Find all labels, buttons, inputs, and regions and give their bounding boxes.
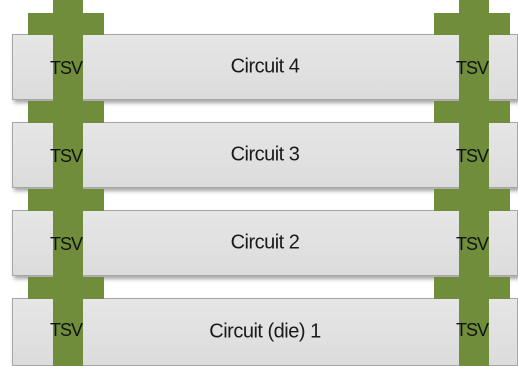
tsv-left-pad-2 [28,189,104,211]
circuit-layer-2-label: Circuit 2 [230,231,300,254]
circuit-layer-1-label: Circuit (die) 1 [209,320,321,343]
tsv-right-pad-2 [434,189,510,211]
tsv-right-stem [459,0,489,366]
circuit-layer-1-die: Circuit (die) 1 [12,298,518,366]
tsv-right-pad-1 [434,277,510,299]
tsv-right-label-1: TSV [456,320,489,340]
circuit-layer-4: Circuit 4 [12,34,518,100]
tsv-left-stem [53,0,83,366]
tsv-left-pad-3 [28,101,104,123]
tsv-right-label-2: TSV [456,234,489,254]
tsv-right-pad-top [434,13,510,35]
circuit-layer-2: Circuit 2 [12,210,518,276]
circuit-layer-3-label: Circuit 3 [230,143,300,166]
tsv-left-label-4: TSV [50,58,83,78]
circuit-layer-3: Circuit 3 [12,122,518,188]
tsv-left-label-3: TSV [50,146,83,166]
tsv-left-pad-1 [28,277,104,299]
tsv-left-label-2: TSV [50,234,83,254]
tsv-right-label-3: TSV [456,146,489,166]
circuit-layer-4-label: Circuit 4 [230,55,300,78]
tsv-left-label-1: TSV [50,320,83,340]
tsv-left-pad-top [28,13,104,35]
tsv-right-pad-3 [434,101,510,123]
tsv-right-label-4: TSV [456,58,489,78]
